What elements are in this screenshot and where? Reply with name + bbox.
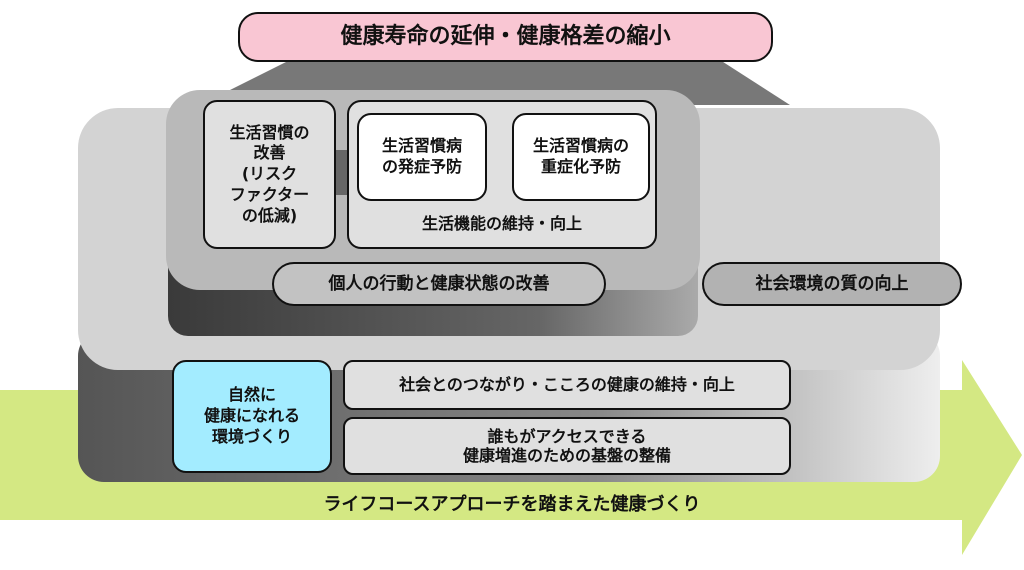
- text-line: の発症予防: [381, 157, 462, 176]
- text-line: ファクター: [229, 184, 310, 204]
- text-line: 環境づくり: [211, 426, 292, 446]
- text-line: 重症化予防: [540, 157, 621, 176]
- individual-label-pill: 個人の行動と健康状態の改善: [272, 262, 606, 306]
- life-course-label: ライフコースアプローチを踏まえた健康づくり: [323, 494, 701, 515]
- onset-prevention-box: 生活習慣病 の発症予防: [357, 113, 487, 201]
- text-line: 生活習慣の: [229, 122, 310, 142]
- lifestyle-improvement-box: 生活習慣の 改善 (リスク ファクター の低減): [203, 100, 336, 249]
- text-line: 誰もがアクセスできる: [487, 426, 647, 446]
- natural-environment-box: 自然に 健康になれる 環境づくり: [172, 360, 332, 473]
- goal-banner: 健康寿命の延伸・健康格差の縮小: [238, 12, 773, 62]
- severity-prevention-box: 生活習慣病の 重症化予防: [512, 113, 650, 201]
- text-line: 健康になれる: [203, 406, 300, 426]
- text-line: 改善: [253, 143, 286, 163]
- text-line: の低減): [241, 205, 298, 225]
- text-line: 自然に: [227, 385, 276, 405]
- text-line: 健康増進のための基盤の整備: [462, 446, 671, 465]
- function-maintenance-label: 生活機能の維持・向上: [421, 214, 582, 234]
- connection-box: 社会とのつながり・こころの健康の維持・向上: [343, 360, 791, 410]
- text-line: (リスク: [241, 164, 298, 184]
- infrastructure-box: 誰もがアクセスできる 健康増進のための基盤の整備: [343, 417, 791, 475]
- text-line: 生活習慣病: [381, 136, 462, 156]
- text-line: 生活習慣病の: [532, 136, 629, 156]
- social-label-pill: 社会環境の質の向上: [702, 262, 962, 306]
